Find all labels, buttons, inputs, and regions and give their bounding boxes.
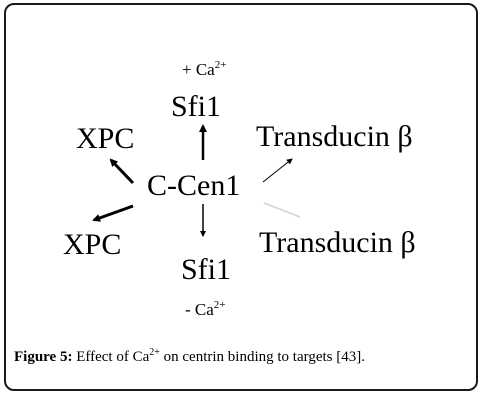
figure-caption: Figure 5: Effect of Ca2+ on centrin bind…	[14, 347, 474, 366]
figure-label: Figure 5:	[14, 349, 73, 365]
sfi1-bottom-node: Sfi1	[181, 253, 231, 286]
calcium-free-superscript: 2+	[214, 299, 226, 311]
calcium-free-sign: - Ca	[185, 300, 214, 319]
arrow-to-xpc-bottom	[92, 204, 134, 222]
xpc-bottom-node: XPC	[63, 228, 121, 261]
arrow-to-transducin-top	[262, 158, 293, 183]
transducin-top-node: Transducin β	[256, 120, 413, 153]
caption-text-after: on centrin binding to targets [43].	[163, 349, 365, 365]
sfi1-top-node: Sfi1	[171, 90, 221, 123]
figure-frame	[4, 3, 478, 391]
faint-arrow-to-transducin-bottom	[263, 202, 301, 218]
c-cen1-center-node: C-Cen1	[147, 169, 240, 202]
caption-superscript: 2+	[149, 347, 160, 358]
calcium-bound-superscript: 2+	[215, 59, 227, 71]
xpc-top-node: XPC	[76, 122, 134, 155]
transducin-bottom-node: Transducin β	[259, 226, 416, 259]
calcium-free-label: - Ca2+	[185, 299, 226, 319]
calcium-bound-label: + Ca2+	[182, 59, 226, 79]
caption-text-before: Effect of Ca	[76, 349, 150, 365]
arrow-to-xpc-top	[109, 158, 135, 185]
calcium-bound-sign: + Ca	[182, 60, 215, 79]
